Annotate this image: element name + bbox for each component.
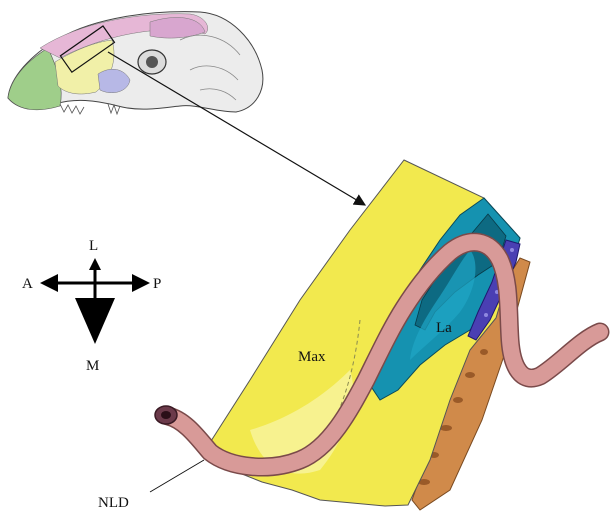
detail-section: Max La NLD: [98, 160, 600, 511]
duct-lumen: [161, 411, 171, 419]
compass-medial-head: [75, 298, 115, 344]
compass-label-lateral: L: [89, 238, 98, 254]
label-nasolacrimal-duct: NLD: [98, 495, 129, 511]
skull-illustration: [8, 12, 263, 114]
label-lacrimal: La: [436, 320, 452, 336]
orientation-compass: A P L M: [22, 238, 161, 374]
compass-posterior-head: [132, 274, 150, 292]
compass-anterior-head: [40, 274, 58, 292]
compass-label-anterior: A: [22, 276, 33, 292]
compass-label-posterior: P: [153, 276, 161, 292]
compass-lateral-head: [89, 258, 101, 270]
nld-pointer-line: [150, 460, 204, 492]
label-maxilla: Max: [298, 349, 326, 365]
compass-label-medial: M: [86, 358, 99, 374]
skull-teeth: [60, 104, 120, 114]
skull-foramen: [146, 56, 158, 68]
